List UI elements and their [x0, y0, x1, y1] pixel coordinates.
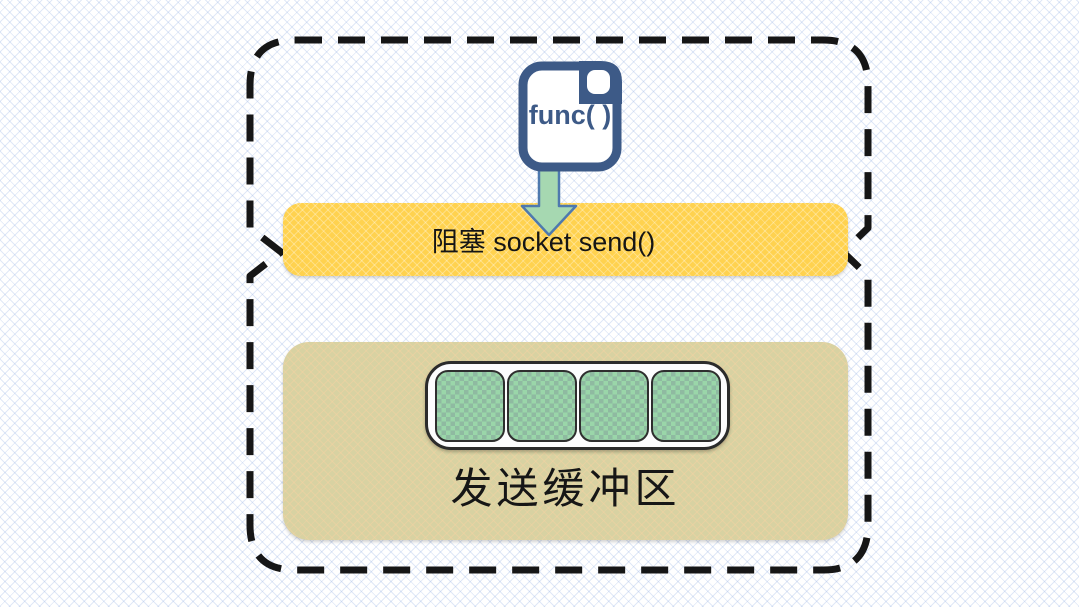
function-file-icon: func( ) — [517, 60, 623, 172]
buffer-block — [578, 369, 649, 442]
send-buffer-label: 发送缓冲区 — [450, 465, 681, 512]
buffer-block — [434, 369, 505, 442]
buffer-block — [506, 369, 577, 442]
send-buffer-panel: 发送缓冲区 — [283, 342, 848, 540]
document-icon — [518, 61, 622, 172]
function-label: func( ) — [528, 100, 612, 130]
buffer-block — [650, 369, 721, 442]
blocking-send-label: 阻塞 socket send() — [431, 227, 656, 257]
buffer-slot-track — [425, 361, 730, 450]
down-arrow-icon — [520, 169, 578, 237]
dashed-border-path — [246, 36, 872, 574]
